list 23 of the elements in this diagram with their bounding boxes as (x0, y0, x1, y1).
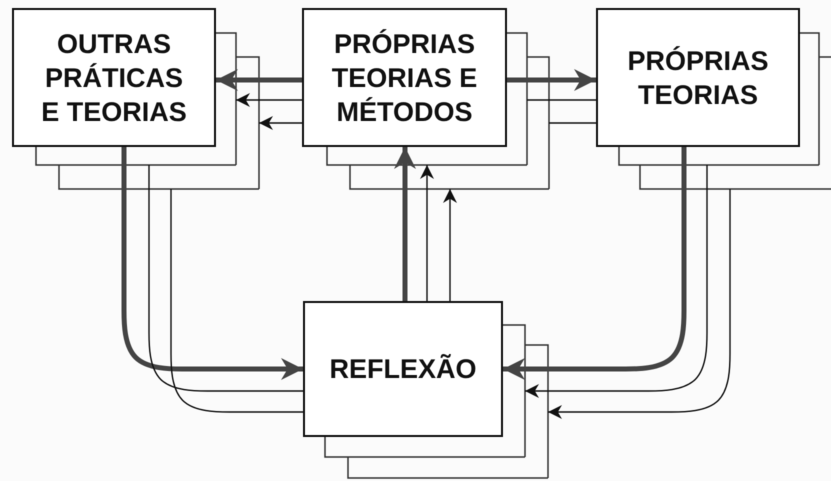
box-label: PRÓPRIAS TEORIAS (626, 44, 770, 112)
connector-line (170, 189, 303, 413)
box-label: OUTRAS PRÁTICAS E TEORIAS (40, 28, 188, 128)
text-box (596, 8, 800, 147)
arrow (236, 93, 302, 107)
arrow (216, 69, 302, 91)
text-box (12, 8, 216, 147)
arrow (443, 189, 457, 301)
arrow (420, 165, 434, 301)
arrow (548, 189, 731, 419)
arrow (259, 116, 302, 130)
arrow (507, 69, 596, 91)
text-box (302, 8, 507, 147)
box-label: PRÓPRIAS TEORIAS E MÉTODOS (330, 28, 478, 128)
arrow (394, 147, 416, 301)
connector-line (549, 122, 596, 124)
text-box (303, 301, 503, 437)
arrow (122, 147, 303, 380)
arrow (525, 165, 708, 398)
box-label: REFLEXÃO (329, 353, 476, 386)
connector-line (148, 165, 303, 392)
connector-line (527, 99, 596, 101)
arrow (503, 147, 686, 380)
